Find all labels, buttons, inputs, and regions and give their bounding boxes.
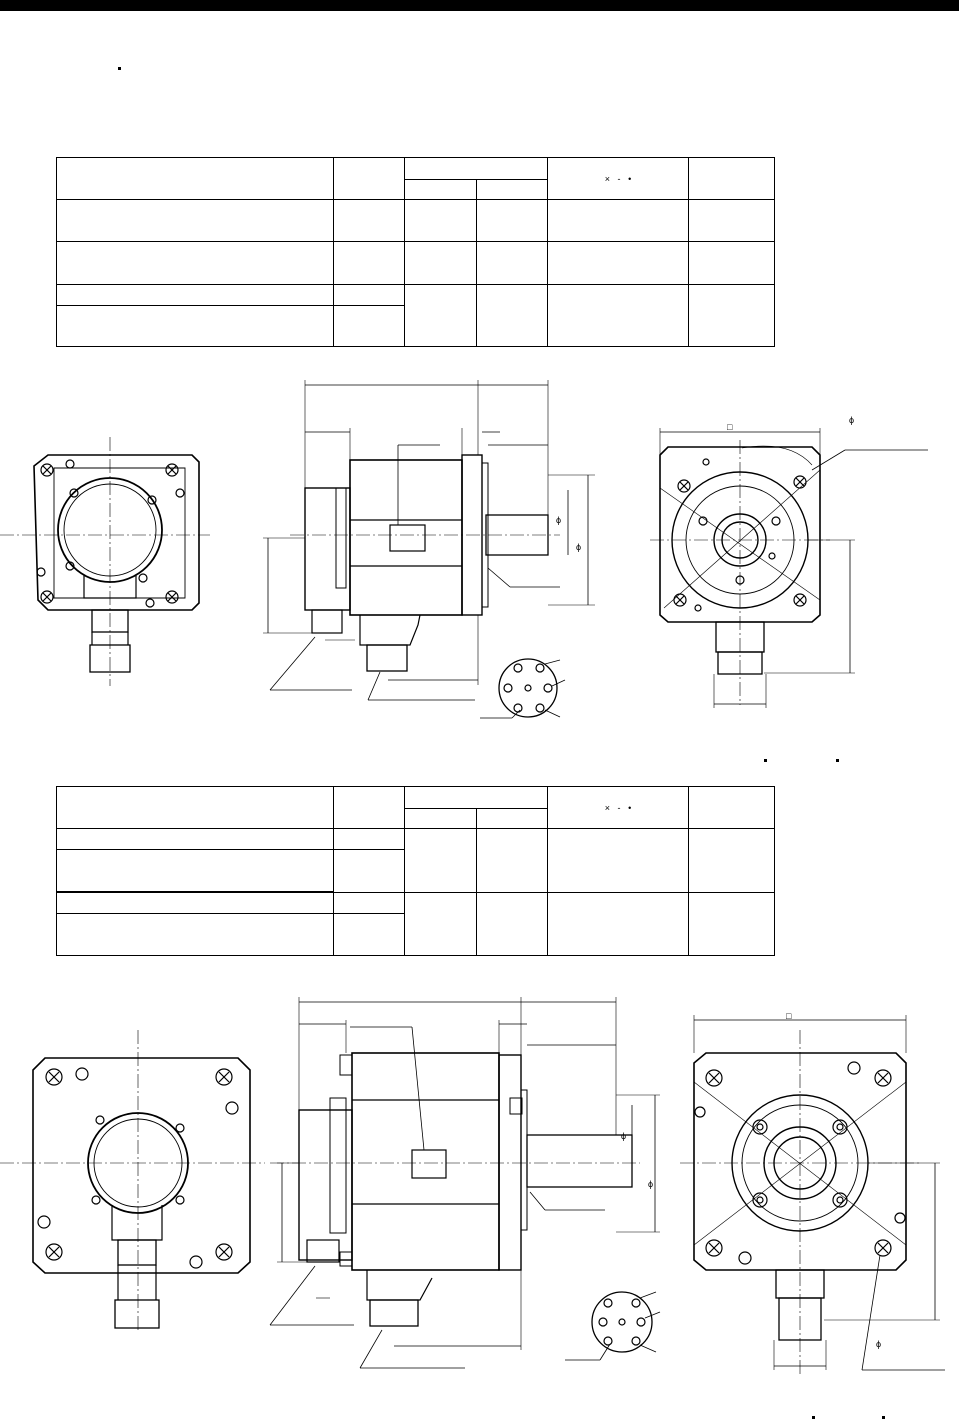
diameter-symbol: ϕ [849, 415, 855, 425]
spec-table-1: × - • [56, 156, 775, 348]
table-cell [56, 913, 334, 956]
footnote-dot [764, 759, 767, 762]
diameter-symbol: ϕ [876, 1339, 882, 1349]
front-view-2 [680, 1015, 945, 1375]
square-symbol: □ [786, 1011, 792, 1021]
side-view-2 [269, 997, 660, 1369]
table-cell [333, 304, 405, 348]
table-cell [56, 241, 334, 285]
spec-table-1-header-inertia: × - • [547, 156, 689, 201]
dash-mark: - [617, 802, 621, 813]
table-cell [333, 913, 405, 956]
table-cell [56, 304, 334, 348]
table-cell [333, 849, 405, 893]
spec-table-2-header-last [688, 786, 775, 829]
square-symbol: □ [727, 422, 733, 432]
header-dot [118, 67, 121, 70]
rear-view-1 [0, 437, 210, 686]
connector-view-2 [565, 1291, 661, 1361]
times-mark: × [604, 173, 611, 184]
table-cell [547, 892, 689, 956]
footnote-dot [882, 1416, 885, 1419]
table-cell [688, 241, 775, 285]
spec-table-2: × - • [56, 786, 775, 956]
table-cell [688, 892, 775, 956]
table-cell [547, 199, 689, 243]
page-header-bar [0, 0, 959, 11]
side-view-1 [263, 380, 595, 701]
spec-table-2-header-model [56, 786, 334, 829]
table-cell [476, 199, 548, 243]
table-cell [404, 199, 477, 243]
diameter-symbol: ϕ [556, 515, 562, 525]
table-cell [547, 283, 689, 348]
table-cell [688, 828, 775, 893]
table-cell [688, 199, 775, 243]
table-cell [404, 892, 477, 956]
table-cell [476, 283, 548, 348]
table-cell [56, 199, 334, 243]
table-cell [404, 283, 477, 348]
front-view-1 [650, 428, 928, 708]
table-cell [688, 283, 775, 348]
dash-mark: - [617, 173, 621, 184]
rear-view-2 [0, 1030, 265, 1330]
footnote-dot [836, 759, 839, 762]
table-cell [476, 241, 548, 285]
spec-table-1-header-last [688, 156, 775, 201]
connector-view-1 [480, 658, 566, 719]
dot-mark: • [628, 173, 632, 184]
dot-mark: • [628, 802, 632, 813]
footnote-dot [812, 1416, 815, 1419]
diameter-symbol: ϕ [621, 1131, 627, 1141]
times-mark: × [604, 802, 611, 813]
table-cell [333, 199, 405, 243]
spec-table-2-header-inertia: × - • [547, 786, 689, 829]
diameter-symbol: ϕ [576, 542, 582, 552]
table-cell [476, 892, 548, 956]
spec-table-1-header-model [56, 156, 334, 201]
diameter-symbol: ϕ [648, 1179, 654, 1189]
table-cell [476, 828, 548, 893]
